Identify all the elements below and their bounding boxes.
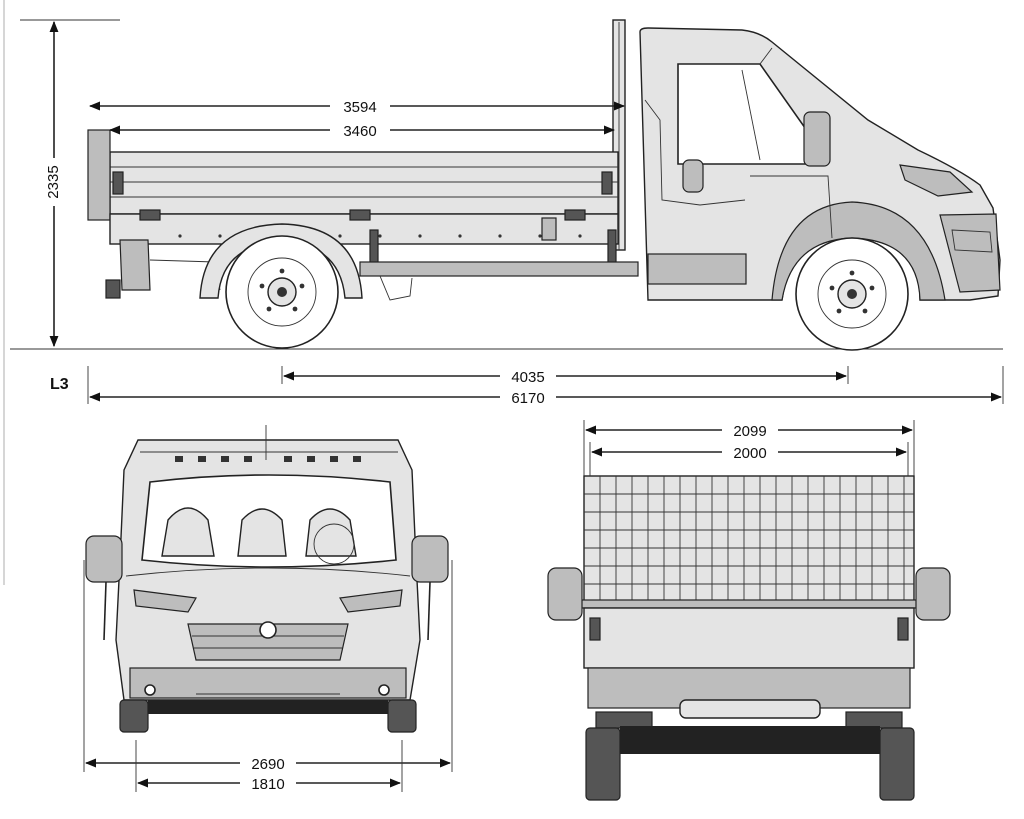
rear-view: 2099 2000 xyxy=(547,420,951,801)
width-with-mirrors-label: 2690 xyxy=(251,756,284,773)
body-external-length-label: 3594 xyxy=(343,99,376,116)
body-internal-length-label: 3460 xyxy=(343,123,376,140)
rear-wheel xyxy=(225,235,339,349)
dim-width-with-mirrors: 2690 xyxy=(83,560,453,773)
dim-body-internal-width: 2000 xyxy=(589,442,909,476)
track-label: 1810 xyxy=(251,776,284,793)
height-label: 2335 xyxy=(45,165,62,198)
front-view: 2690 1810 xyxy=(83,425,453,793)
dim-body-internal-length: 3460 xyxy=(108,120,616,140)
front-wheel xyxy=(795,237,909,351)
body-internal-width-label: 2000 xyxy=(733,445,766,462)
variant-label: L3 xyxy=(50,376,69,393)
dim-height: 2335 xyxy=(44,20,64,348)
body-external-width-label: 2099 xyxy=(733,423,766,440)
dim-track: 1810 xyxy=(135,740,403,793)
dim-body-external-width: 2099 xyxy=(583,420,915,476)
dim-overall-length: 6170 xyxy=(87,366,1004,407)
dim-wheelbase: 4035 xyxy=(281,366,849,386)
overall-length-label: 6170 xyxy=(511,390,544,407)
wheelbase-label: 4035 xyxy=(511,369,544,386)
side-view: 2335 3594 3460 xyxy=(10,19,1003,351)
dim-body-external-length: 3594 xyxy=(88,96,626,116)
